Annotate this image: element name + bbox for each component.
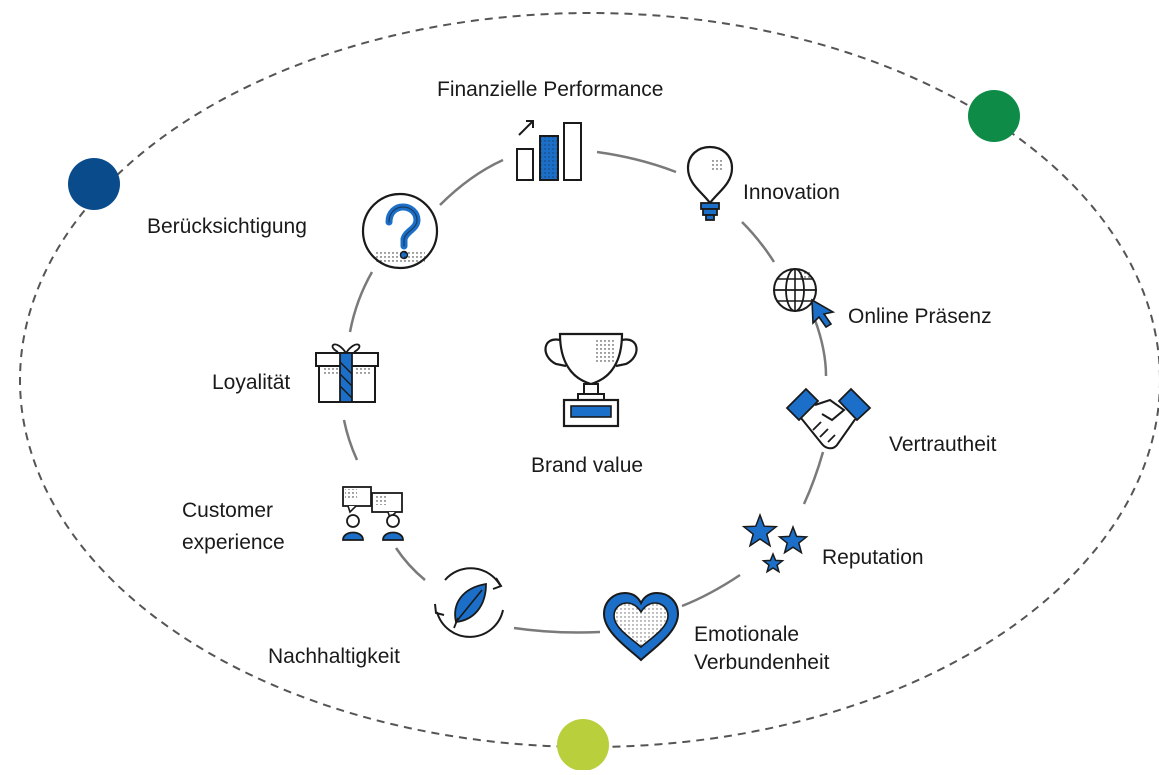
label-reputation: Reputation [822,546,924,569]
heart-icon [602,591,680,662]
globe-cursor-icon [773,268,836,329]
chat-people-icon [342,486,404,541]
inner-ring [342,150,828,634]
label-customer-experience: Customer experience [182,498,285,555]
bar-chart-icon [516,120,582,181]
label-financial-performance: Finanzielle Performance [437,78,664,101]
label-emotionale-verbundenheit: Emotionale Verbundenheit [694,622,829,675]
trophy-icon [544,332,638,428]
label-cx-line1: Customer [182,499,274,522]
question-icon [361,192,439,270]
label-brand-value: Brand value [531,454,644,477]
outer-dot-lime [557,719,609,771]
label-vertrautheit: Vertrautheit [889,433,997,456]
leaf-cycle-icon [434,567,504,638]
label-nachhaltigkeit: Nachhaltigkeit [268,645,400,668]
label-innovation: Innovation [743,181,840,204]
gift-icon [315,343,379,403]
label-loyalitaet: Loyalität [212,371,291,394]
label-emotionale-line1: Emotionale [694,623,800,646]
label-online-praesenz: Online Präsenz [848,305,992,328]
label-beruecksichtigung: Berücksichtigung [147,215,307,238]
label-emotionale-line2: Verbundenheit [694,651,830,674]
outer-dot-blue [68,158,120,210]
lightbulb-icon [686,145,734,221]
stars-icon [741,512,809,574]
label-cx-line2: experience [182,531,285,554]
outer-dot-green [968,90,1020,142]
handshake-icon [785,387,872,450]
